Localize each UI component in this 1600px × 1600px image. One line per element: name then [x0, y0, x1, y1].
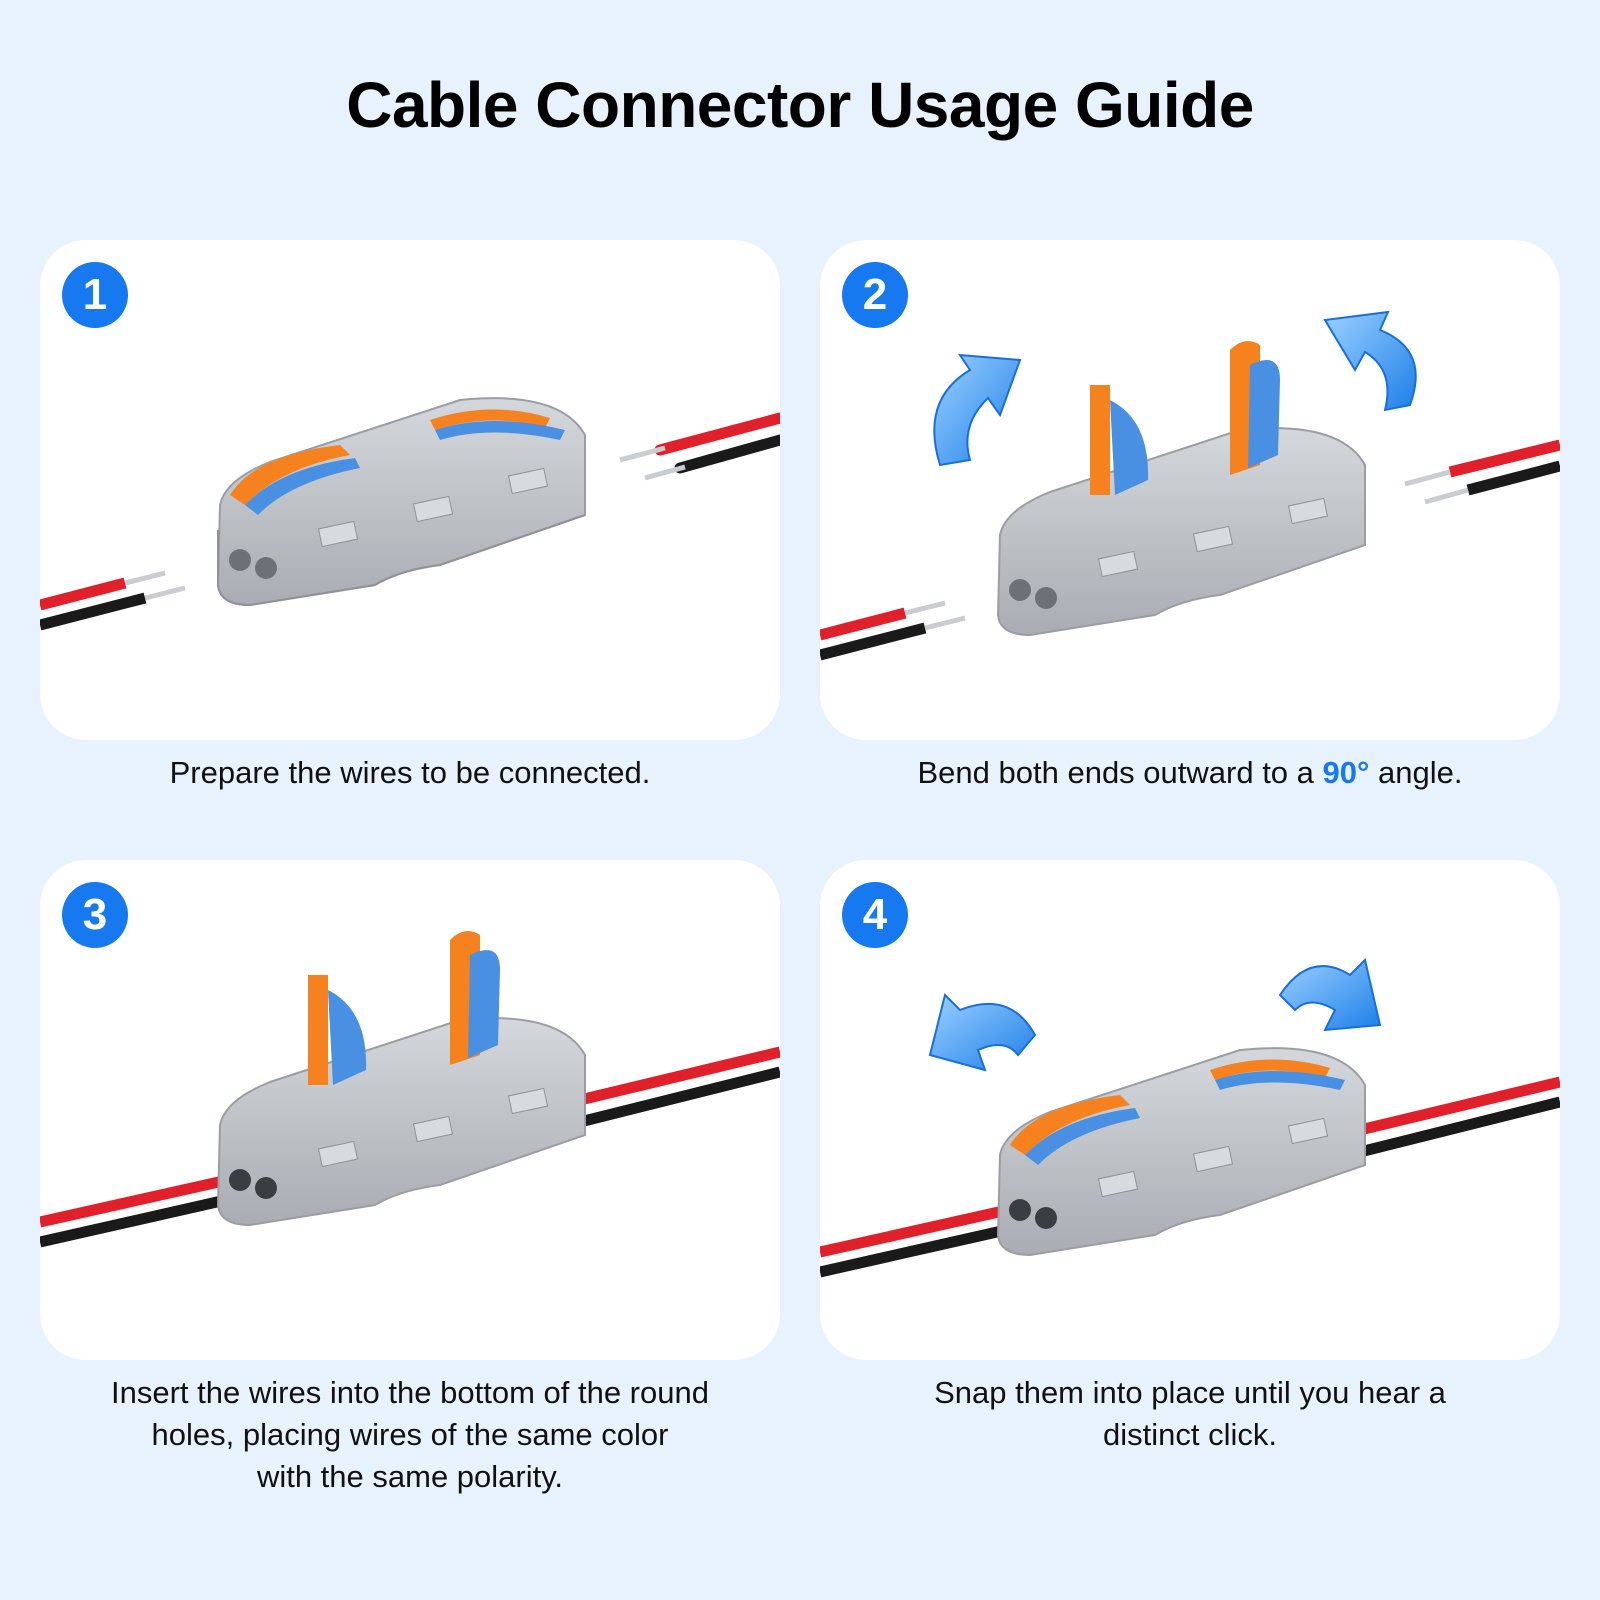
step-3-caption: Insert the wires into the bottom of the …	[40, 1372, 780, 1498]
step-3-illustration	[40, 931, 780, 1248]
step-3-caption-line-1: Insert the wires into the bottom of the …	[111, 1375, 709, 1410]
step-2-panel: 2	[820, 240, 1560, 740]
curved-arrow-right-down-icon	[1278, 958, 1382, 1032]
step-2-caption-after: angle.	[1369, 755, 1463, 790]
step-1-caption: Prepare the wires to be connected.	[169, 755, 651, 790]
step-3-caption-line-2: holes, placing wires of the same color	[151, 1417, 669, 1452]
step-4-panel: 4	[820, 860, 1560, 1360]
wire-pair-left	[40, 570, 186, 631]
step-4-caption: Snap them into place until you hear a di…	[820, 1372, 1560, 1456]
step-4-caption-line-2: distinct click.	[1103, 1417, 1277, 1452]
step-4-illustration	[820, 958, 1560, 1278]
step-2-illustration	[820, 310, 1560, 661]
step-2-caption-before: Bend both ends outward to a	[917, 755, 1323, 790]
step-2-badge: 2	[842, 262, 908, 328]
wire-pair-left	[820, 600, 966, 661]
step-3-panel: 3	[40, 860, 780, 1360]
step-1-illustration	[40, 397, 780, 631]
curved-arrow-left-icon	[933, 353, 1022, 467]
connector-body	[216, 397, 586, 607]
step-4-badge: 4	[842, 882, 908, 948]
connector-body	[216, 931, 586, 1227]
step-3-badge: 3	[62, 882, 128, 948]
step-3-caption-line-3: with the same polarity.	[256, 1459, 564, 1494]
connector-body	[996, 341, 1366, 637]
step-1-badge: 1	[62, 262, 128, 328]
step-1-panel: 1	[40, 240, 780, 740]
step-2-caption-highlight: 90°	[1322, 755, 1370, 790]
step-4-caption-line-1: Snap them into place until you hear a	[934, 1375, 1446, 1410]
page-title: Cable Connector Usage Guide	[346, 69, 1254, 141]
wire-pair-right	[1404, 439, 1560, 505]
wires-inserted	[40, 1046, 780, 1248]
curved-arrow-right-icon	[1323, 310, 1417, 412]
curved-arrow-left-down-icon	[928, 993, 1037, 1072]
wire-pair-right	[619, 412, 780, 481]
step-2-caption: Bend both ends outward to a 90° angle.	[820, 752, 1560, 794]
connector-body	[996, 1047, 1366, 1257]
